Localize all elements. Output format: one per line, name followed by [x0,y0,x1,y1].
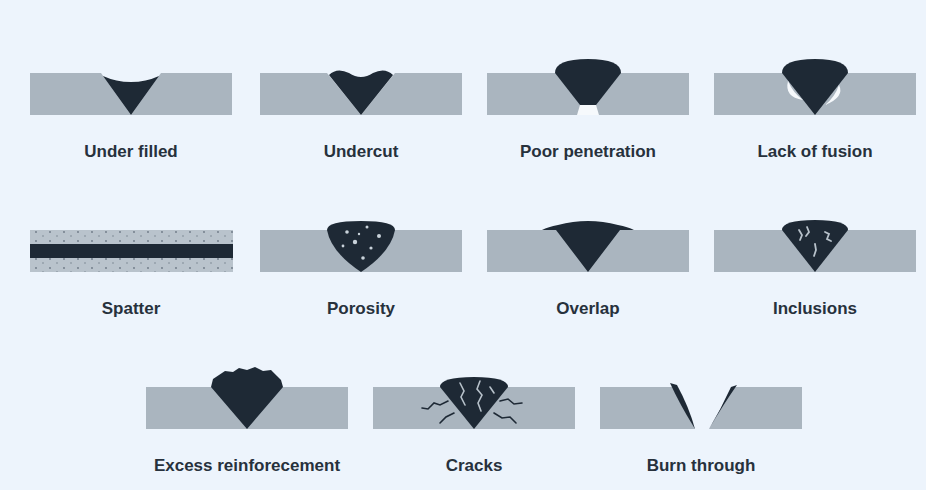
overlap-weld [487,221,689,272]
defect-label: Porosity [327,299,395,319]
defect-label: Excess reinforecement [154,456,340,476]
undercut-weld [260,70,462,115]
defect-label: Inclusions [773,299,857,319]
defect-label: Under filled [84,142,178,162]
defect-label: Overlap [556,299,619,319]
burn-through-weld [600,383,802,429]
spatter-weld [30,230,233,272]
defect-label: Poor penetration [520,142,656,162]
inclusions-weld [714,220,916,272]
porosity-weld [260,221,462,272]
under-filled-weld [30,73,232,115]
cracks-weld [373,377,575,429]
lack-of-fusion-weld [714,59,916,115]
defect-label: Spatter [102,299,161,319]
defect-label: Undercut [324,142,399,162]
defect-label: Lack of fusion [757,142,872,162]
defect-label: Burn through [647,456,756,476]
poor-penetration-weld [487,59,689,115]
excess-reinforcement-weld [146,367,348,429]
defect-label: Cracks [446,456,503,476]
